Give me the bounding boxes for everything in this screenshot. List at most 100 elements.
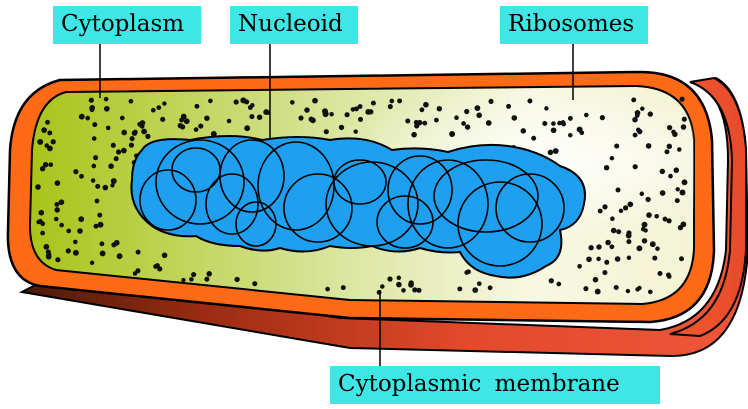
ribosome-dot bbox=[662, 216, 668, 222]
ribosome-dot bbox=[632, 116, 638, 123]
ribosome-dot bbox=[531, 135, 537, 141]
ribosome-dot bbox=[290, 100, 295, 105]
ribosome-dot bbox=[614, 143, 620, 149]
ribosome-dot bbox=[396, 281, 402, 288]
ribosome-dot bbox=[150, 107, 156, 113]
ribosome-dot bbox=[672, 131, 678, 138]
ribosome-dot bbox=[520, 128, 527, 134]
ribosome-dot bbox=[434, 117, 439, 123]
ribosome-dot bbox=[89, 105, 96, 111]
ribosome-dot bbox=[596, 244, 602, 250]
ribosome-dot bbox=[412, 287, 418, 293]
ribosome-dot bbox=[647, 111, 653, 117]
ribosome-dot bbox=[654, 213, 660, 219]
ribosome-dot bbox=[464, 270, 470, 275]
ribosome-dot bbox=[265, 110, 271, 115]
ribosome-dot bbox=[679, 256, 684, 262]
ribosome-dot bbox=[397, 98, 403, 104]
ribosome-dot bbox=[145, 133, 151, 140]
ribosome-dot bbox=[189, 277, 194, 282]
ribosome-dot bbox=[602, 204, 608, 210]
ribosome-dot bbox=[65, 248, 71, 254]
ribosome-dot bbox=[53, 216, 59, 222]
ribosome-dot bbox=[474, 105, 481, 112]
ribosome-dot bbox=[422, 120, 428, 126]
ribosome-dot bbox=[681, 116, 687, 122]
ribosome-dot bbox=[244, 99, 250, 105]
ribosome-dot bbox=[357, 116, 364, 122]
ribosome-dot bbox=[135, 249, 141, 255]
ribosome-dot bbox=[416, 287, 422, 293]
ribosome-dot bbox=[679, 189, 686, 196]
ribosome-dot bbox=[576, 126, 583, 133]
ribosome-dot bbox=[99, 241, 105, 247]
ribosome-dot bbox=[193, 127, 199, 132]
ribosome-dot bbox=[128, 98, 134, 104]
ribosome-dot bbox=[602, 270, 608, 276]
ribosome-dot bbox=[89, 260, 95, 266]
nucleoid-label: Nucleoid bbox=[230, 6, 358, 44]
ribosome-dot bbox=[58, 199, 65, 206]
ribosome-dot bbox=[131, 130, 138, 136]
ribosome-dot bbox=[322, 110, 329, 117]
ribosome-dot bbox=[59, 222, 64, 228]
ribosome-dot bbox=[666, 218, 672, 224]
ribosome-dot bbox=[476, 112, 482, 119]
ribosome-dot bbox=[449, 131, 456, 137]
ribosome-dot bbox=[675, 187, 680, 192]
ribosome-dot bbox=[610, 227, 617, 234]
ribosome-dot bbox=[376, 289, 382, 295]
ribosome-dot bbox=[45, 249, 51, 255]
ribosome-dot bbox=[128, 142, 135, 148]
ribosome-dot bbox=[97, 212, 103, 218]
ribosome-dot bbox=[643, 228, 648, 233]
ribosome-dot bbox=[340, 285, 346, 291]
ribosome-dot bbox=[567, 115, 573, 121]
ribosome-dot bbox=[652, 255, 658, 261]
ribosome-dot bbox=[66, 228, 72, 234]
ribosome-dot bbox=[234, 276, 240, 283]
ribosome-dot bbox=[680, 124, 687, 130]
ribosome-dot bbox=[604, 259, 610, 265]
ribosome-dot bbox=[556, 281, 562, 287]
ribosome-dot bbox=[609, 155, 615, 161]
ribosome-dot bbox=[73, 168, 79, 175]
ribosome-dot bbox=[370, 100, 376, 106]
ribosome-dot bbox=[91, 163, 97, 169]
ribosome-dot bbox=[677, 224, 684, 231]
ribosome-dot bbox=[634, 110, 641, 116]
ribosome-dot bbox=[552, 148, 559, 154]
ribosome-dot bbox=[210, 131, 217, 137]
ribosome-dot bbox=[40, 221, 46, 227]
ribosome-dot bbox=[614, 256, 621, 262]
ribosome-dot bbox=[99, 250, 106, 257]
ribosome-dot bbox=[121, 129, 128, 136]
ribosome-dot bbox=[38, 209, 45, 216]
ribosome-dot bbox=[561, 121, 567, 127]
ribosome-dot bbox=[110, 183, 115, 188]
cell-wall-end-cap bbox=[669, 76, 747, 338]
ribosome-dot bbox=[454, 115, 459, 120]
ribosome-dot bbox=[160, 116, 166, 122]
ribosome-dot bbox=[97, 221, 104, 228]
ribosome-dot bbox=[436, 106, 442, 112]
ribosome-dot bbox=[681, 179, 688, 186]
ribosome-dot bbox=[641, 238, 648, 244]
ribosome-dot bbox=[396, 275, 402, 281]
ribosome-dot bbox=[597, 208, 603, 214]
ribosome-dot bbox=[183, 118, 190, 125]
ribosome-dot bbox=[368, 109, 374, 115]
ribosome-dot bbox=[72, 249, 79, 256]
ribosome-dot bbox=[674, 198, 680, 204]
ribosome-dot bbox=[625, 232, 632, 239]
ribosome-dot bbox=[54, 180, 61, 186]
ribosome-dot bbox=[115, 149, 122, 155]
ribosome-dot bbox=[615, 187, 621, 193]
ribosome-dot bbox=[380, 284, 385, 289]
ribosome-dot bbox=[37, 138, 44, 145]
ribosome-dot bbox=[45, 254, 52, 260]
ribosome-dot bbox=[132, 271, 138, 276]
ribosome-dot bbox=[423, 101, 429, 108]
ribosome-dot bbox=[179, 117, 185, 123]
